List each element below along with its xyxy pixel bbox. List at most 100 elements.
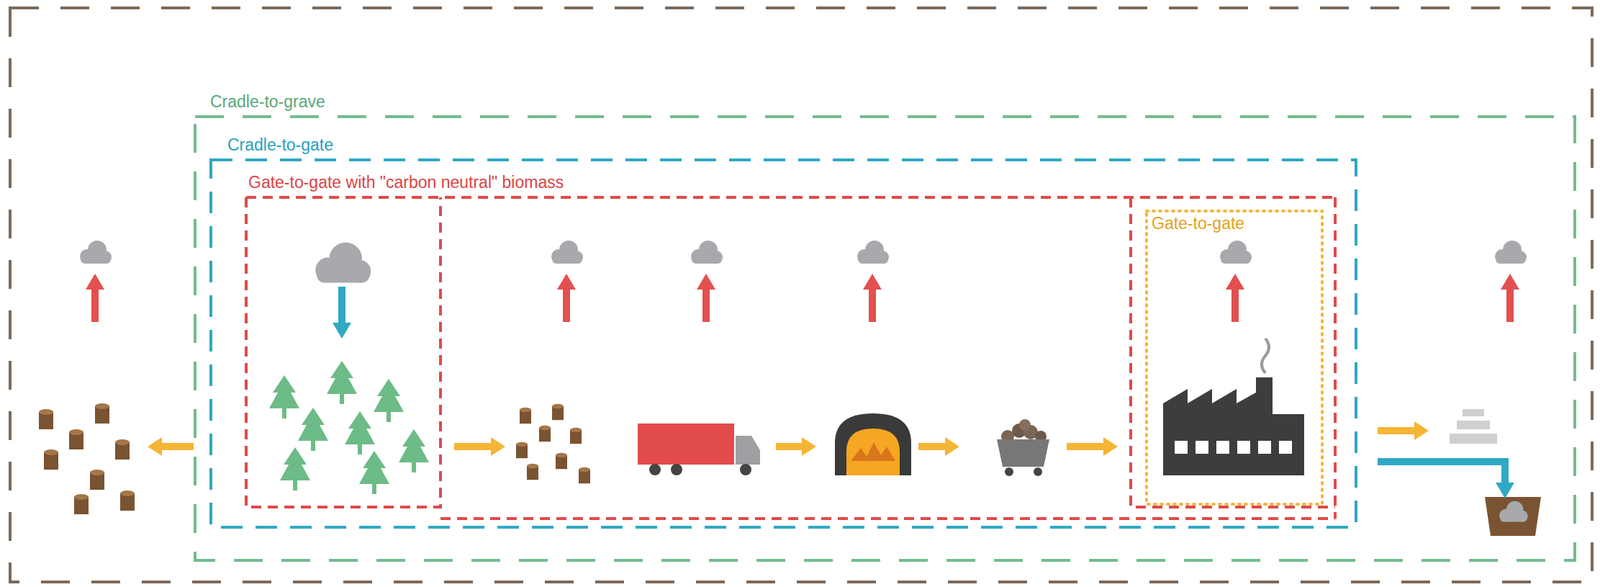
emission-arrow (862, 273, 882, 322)
stumps (69, 428, 84, 450)
stumps (74, 493, 89, 514)
forest (398, 428, 429, 473)
forest (297, 407, 329, 451)
flow-arrow (918, 436, 960, 456)
truck (735, 435, 761, 465)
kiln (834, 413, 912, 476)
boundary-line (246, 197, 1336, 519)
boundary-line (210, 159, 1357, 527)
factory (1216, 440, 1230, 454)
kiln (846, 428, 900, 476)
boundary-line (195, 116, 1575, 560)
emission-arrow (696, 273, 716, 322)
boundary-label: Gate-to-gate with "carbon neutral" bioma… (246, 172, 566, 192)
boundary-box: Gate-to-gate Gate-to-gate with "carbon ne… (209, 158, 1358, 529)
stumps (43, 449, 59, 470)
uptake-arrow (332, 286, 352, 339)
emission-cloud (1494, 240, 1527, 264)
harvested-wood (570, 427, 582, 444)
forest (326, 360, 357, 404)
emission-arrow (85, 273, 105, 322)
flow-arrow (454, 436, 506, 456)
flow-arrow (775, 436, 817, 456)
forest (269, 374, 300, 419)
factory (1278, 440, 1292, 454)
emission-cloud (857, 240, 889, 264)
boundary-label: Cradle-to-gate (225, 135, 336, 155)
harvested-wood (526, 463, 539, 480)
truck (637, 423, 735, 465)
charcoal-cart (1004, 467, 1014, 476)
boundary-label: Cradle-to-grave (208, 92, 328, 111)
truck (670, 463, 683, 476)
truck (739, 463, 752, 476)
factory (1237, 440, 1251, 454)
landfill (1499, 500, 1529, 522)
truck (649, 463, 661, 476)
harvested-wood (519, 407, 532, 424)
product (1449, 408, 1498, 444)
factory (1174, 440, 1188, 454)
forest (279, 446, 311, 491)
flow-arrow (1066, 436, 1118, 456)
kiln (850, 441, 896, 461)
charcoal-cart (996, 418, 1050, 476)
harvested-wood (552, 403, 564, 420)
landfill (1495, 482, 1515, 499)
forest (359, 450, 390, 494)
boundary-box: Gate-to-gate (1145, 209, 1324, 506)
factory (1163, 338, 1305, 476)
charcoal-cart (1019, 418, 1031, 431)
forest (373, 378, 404, 422)
emission-arrow (85, 273, 1520, 322)
harvested-wood (516, 441, 528, 458)
emission-arrow (1225, 273, 1245, 322)
landfill (1377, 461, 1505, 484)
product (1449, 433, 1498, 444)
emission-cloud (315, 242, 371, 283)
factory (1258, 440, 1272, 454)
emission-cloud (1219, 240, 1252, 264)
harvested-wood (539, 425, 551, 442)
factory (1195, 440, 1209, 454)
harvested-wood (578, 467, 591, 483)
stumps (38, 408, 54, 429)
emission-arrow (1500, 273, 1520, 322)
boundary-outline (1145, 209, 1324, 506)
flow-arrow (1377, 421, 1429, 440)
landfill (1377, 461, 1541, 536)
forest (344, 410, 375, 455)
forest (269, 360, 429, 494)
factory (1261, 338, 1269, 373)
boundary-line (1146, 210, 1323, 504)
charcoal-cart (1033, 467, 1043, 476)
harvested-wood (555, 452, 568, 469)
emission-cloud (79, 240, 112, 264)
stumps (89, 469, 105, 490)
stumps (120, 490, 135, 511)
kiln (834, 413, 912, 476)
boundary-outline (244, 195, 1337, 520)
emission-cloud (690, 240, 723, 264)
harvested-wood (516, 403, 591, 483)
outer-boundary (10, 7, 1593, 582)
stumps (38, 403, 135, 514)
product (1462, 408, 1485, 417)
emission-arrow (557, 273, 576, 322)
product (1456, 420, 1490, 429)
factory (1174, 440, 1292, 454)
factory (1163, 377, 1305, 476)
flow-arrow (147, 436, 194, 456)
boundary-box: Gate-to-gateGate-to-gate with "carbon ne… (244, 195, 1337, 520)
emission-cloud (551, 240, 583, 264)
charcoal-cart (996, 439, 1050, 467)
stumps (115, 439, 130, 460)
truck (637, 423, 761, 476)
emission-cloud (79, 240, 1527, 283)
boundary-label: Gate-to-gate (1149, 213, 1247, 233)
landfill (1484, 496, 1541, 536)
stumps (95, 403, 110, 424)
boundary-box: Gate-to-gate Gate-to-gate with "carbon ne… (193, 115, 1577, 562)
